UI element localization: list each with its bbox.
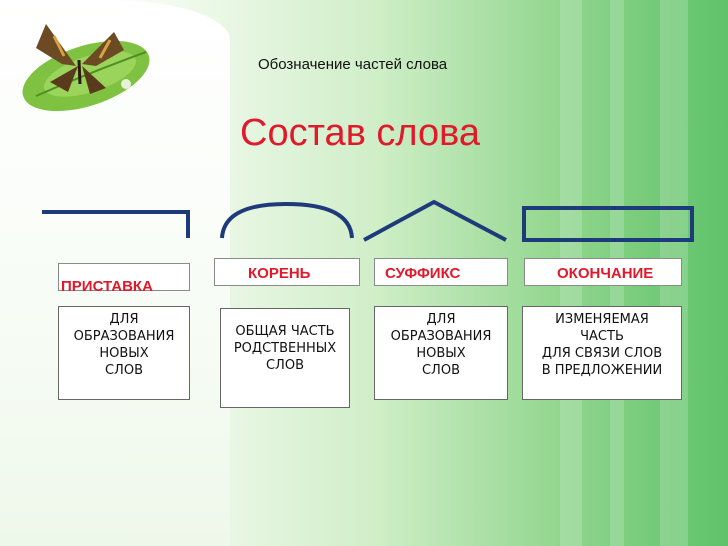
slide-title: Состав слова: [240, 112, 481, 154]
desc-line: ЧАСТЬ: [580, 329, 624, 344]
root-symbol: [220, 201, 354, 239]
desc-line: СЛОВ: [421, 363, 460, 378]
desc-line: ОБЩАЯ ЧАСТЬ: [235, 324, 335, 339]
desc-line: В ПРЕДЛОЖЕНИИ: [541, 363, 663, 378]
label-ending-text: ОКОНЧАНИЕ: [557, 265, 654, 282]
butterfly-leaf-image: [22, 24, 150, 112]
desc-line: ОБРАЗОВАНИЯ: [390, 329, 492, 344]
desc-line: ДЛЯ: [109, 312, 139, 327]
prefix-symbol: [42, 210, 190, 238]
desc-line: ДЛЯ СВЯЗИ СЛОВ: [541, 346, 663, 361]
label-root-text: КОРЕНЬ: [248, 265, 311, 282]
desc-root: ОБЩАЯ ЧАСТЬ РОДСТВЕННЫХ СЛОВ: [220, 308, 350, 408]
desc-prefix: ДЛЯ ОБРАЗОВАНИЯ НОВЫХ СЛОВ: [58, 306, 190, 400]
label-prefix: ПРИСТАВКА: [58, 263, 190, 295]
desc-line: ОБРАЗОВАНИЯ: [73, 329, 175, 344]
label-suffix-text: СУФФИКС: [385, 265, 461, 282]
label-ending: ОКОНЧАНИЕ: [524, 258, 682, 286]
desc-line: СЛОВ: [265, 358, 304, 373]
slide-subtitle: Обозначение частей слова: [258, 56, 448, 73]
desc-line: НОВЫХ: [99, 346, 149, 361]
desc-ending: ИЗМЕНЯЕМАЯ ЧАСТЬ ДЛЯ СВЯЗИ СЛОВ В ПРЕДЛО…: [522, 306, 682, 400]
desc-suffix: ДЛЯ ОБРАЗОВАНИЯ НОВЫХ СЛОВ: [374, 306, 508, 400]
desc-line: ИЗМЕНЯЕМАЯ: [555, 312, 649, 327]
label-suffix: СУФФИКС: [374, 258, 508, 286]
label-root: КОРЕНЬ: [214, 258, 360, 286]
desc-line: ДЛЯ: [426, 312, 456, 327]
label-prefix-text: ПРИСТАВКА: [61, 278, 153, 295]
desc-line: НОВЫХ: [416, 346, 466, 361]
ending-symbol: [522, 206, 694, 242]
morpheme-symbols: [42, 199, 694, 242]
desc-line: СЛОВ: [104, 363, 143, 378]
suffix-symbol: [363, 199, 507, 242]
desc-line: РОДСТВЕННЫХ: [233, 341, 337, 356]
